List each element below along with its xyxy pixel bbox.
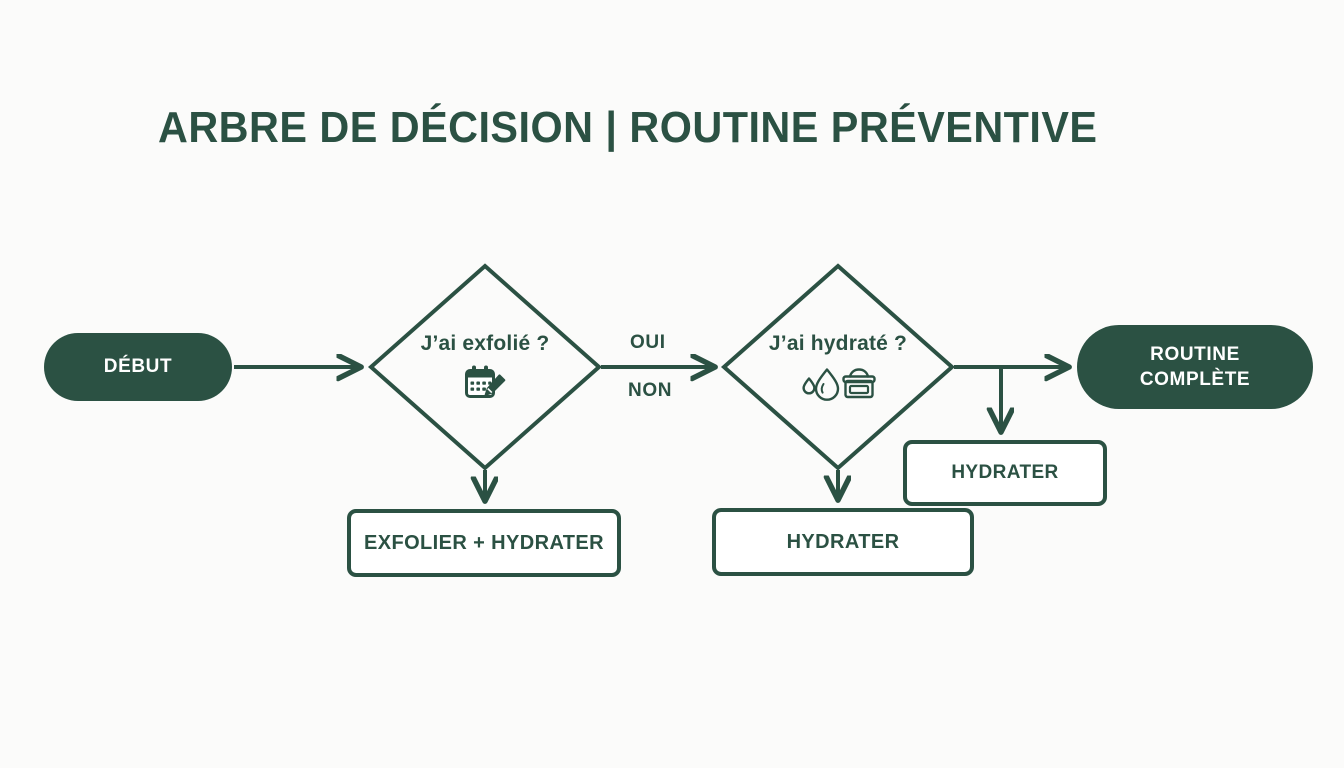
edge-label-oui: OUI (630, 332, 666, 353)
action-hydrater-main-label: HYDRATER (786, 530, 900, 553)
node-action-hydrater-main[interactable]: HYDRATER (712, 508, 974, 576)
edge-label-non: NON (628, 380, 673, 401)
action-hydrater-branch-label: HYDRATER (951, 462, 1059, 483)
node-end[interactable]: ROUTINE COMPLÈTE (1077, 325, 1313, 409)
decision-hydrate-content: J’ai hydraté ? (722, 332, 954, 405)
node-end-label-line-1: ROUTINE (1150, 344, 1240, 365)
calendar-pencil-icon (369, 363, 601, 405)
page-title: ARBRE DE DÉCISION | ROUTINE PRÉVENTIVE (158, 103, 1098, 152)
node-action-exfolier-hydrater[interactable]: EXFOLIER + HYDRATER (347, 509, 621, 577)
decision-hydrate-label: J’ai hydraté ? (768, 332, 908, 355)
node-end-label-line-2: COMPLÈTE (1139, 369, 1251, 390)
node-end-label-group: ROUTINE COMPLÈTE (1140, 342, 1250, 392)
water-drops-cream-jar-icon (722, 363, 954, 405)
decision-exfoliate-label: J’ai exfolié ? (420, 332, 550, 355)
node-decision-exfoliate[interactable]: J’ai exfolié ? (369, 264, 601, 470)
node-action-hydrater-branch[interactable]: HYDRATER (903, 440, 1107, 506)
action-exfolier-hydrater-label: EXFOLIER + HYDRATER (363, 531, 605, 554)
node-start-label: DÉBUT (103, 356, 173, 377)
decision-exfoliate-content: J’ai exfolié ? (369, 332, 601, 405)
node-start[interactable]: DÉBUT (44, 333, 232, 401)
node-decision-hydrate[interactable]: J’ai hydraté ? (722, 264, 954, 470)
